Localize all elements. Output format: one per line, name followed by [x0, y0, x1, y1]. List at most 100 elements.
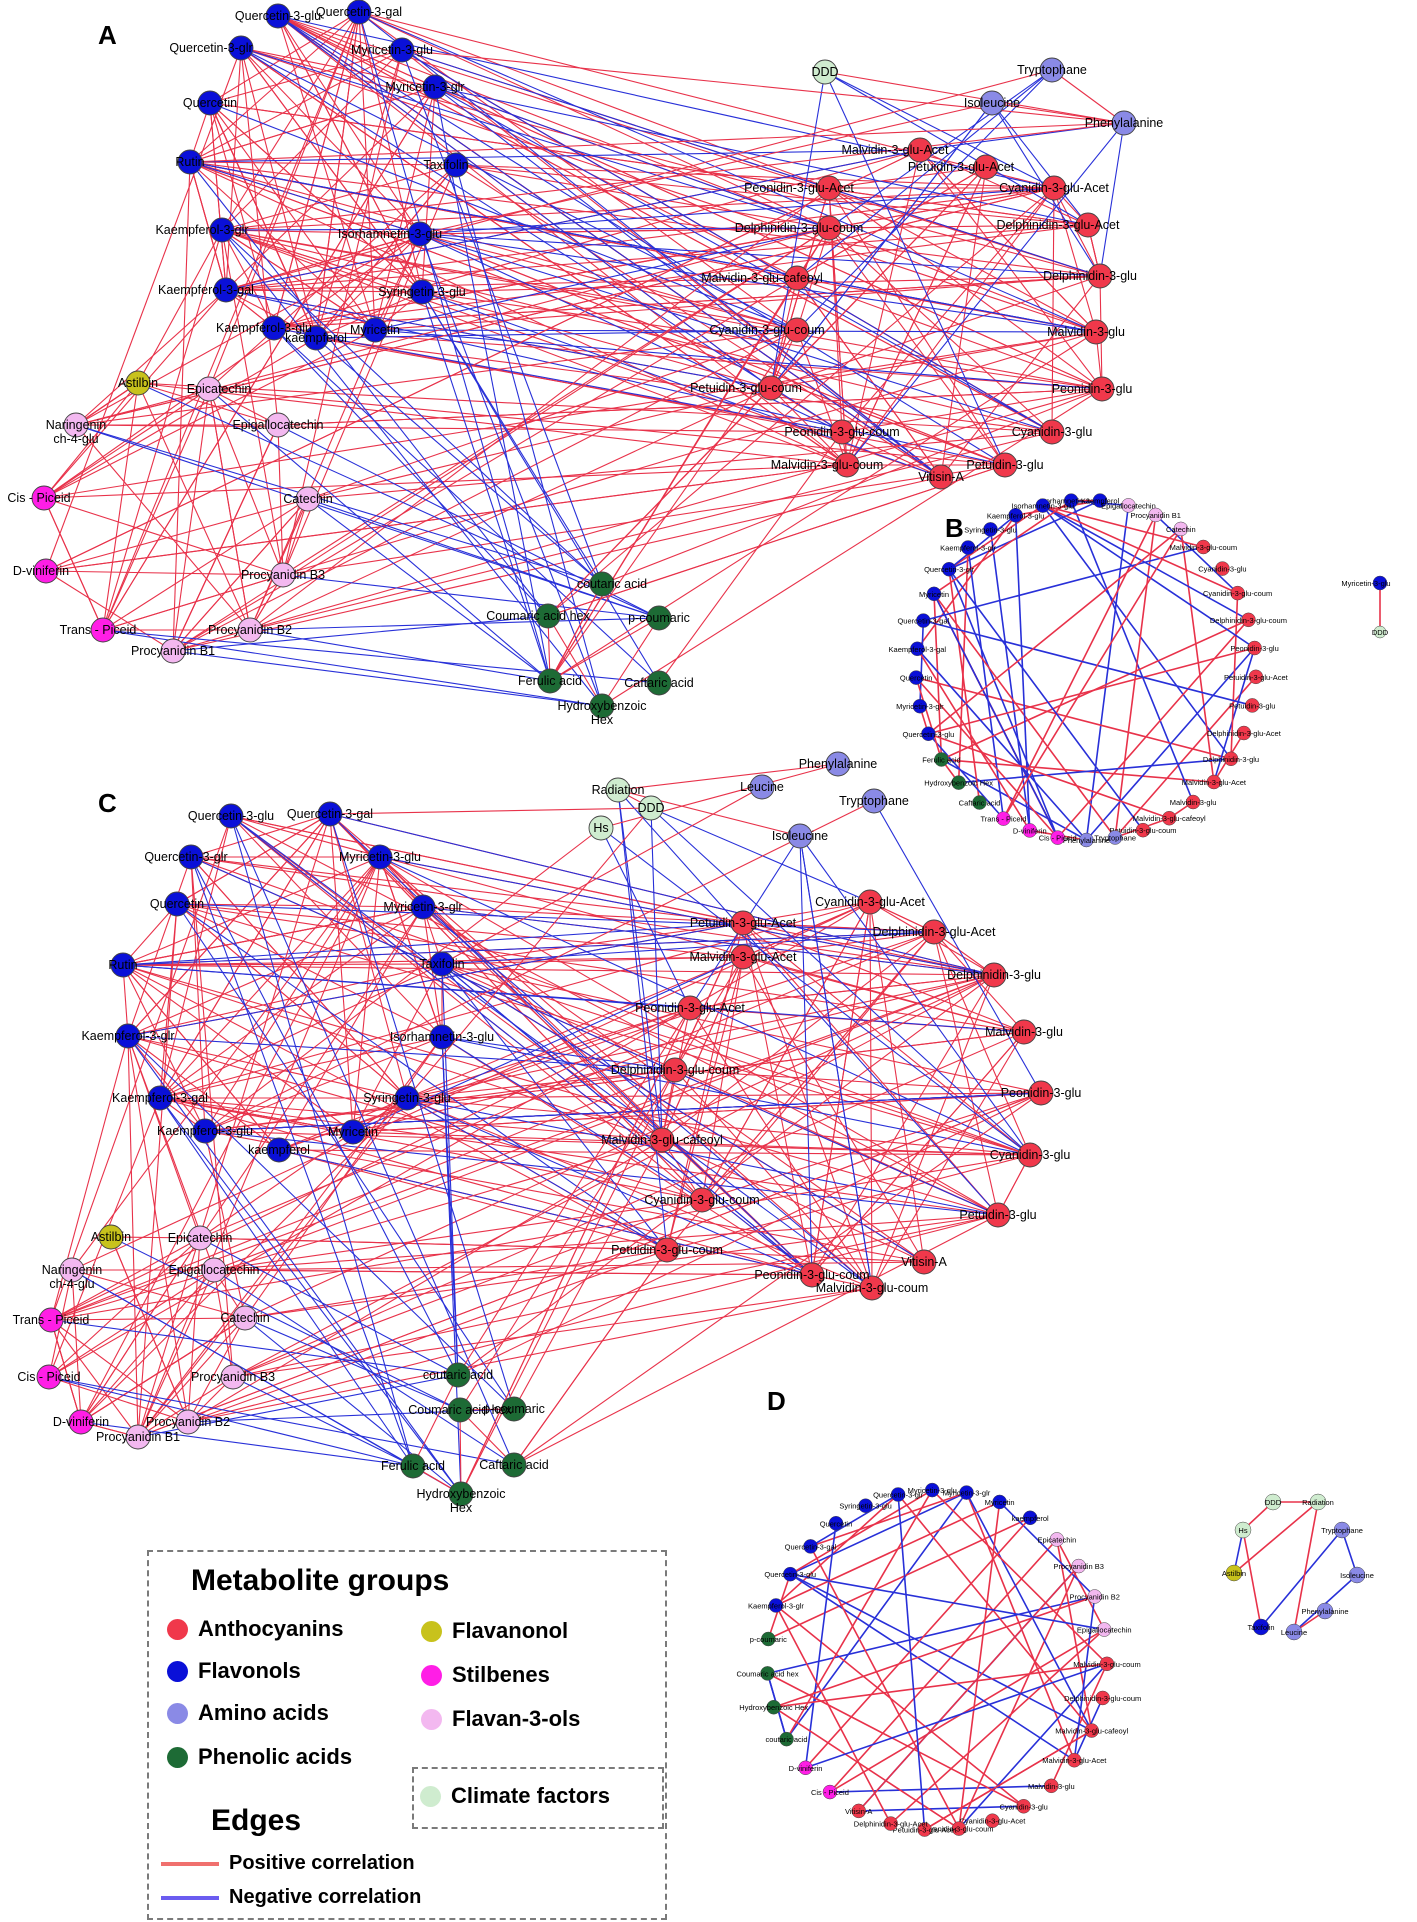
panel-b-label-kaempferol: Kaempferol [1081, 497, 1120, 506]
panel-c-node-petuidin-3-glu [985, 1202, 1011, 1228]
panel-c-label-coutaric-acid: coutaric acid [423, 1368, 493, 1382]
panel-a-node-kaempferol-3-glr [209, 217, 235, 243]
panel-a-edge [796, 69, 1053, 331]
panel-b-node-cyanidin-3-glu-coum [1230, 585, 1245, 601]
panel-a-node-caftaric-acid [646, 670, 672, 696]
panel-b-label-myricetin-3-glr: Myricetin-3-glr [896, 702, 944, 711]
panel-a-node-p-coumaric [646, 605, 672, 631]
panel-c-edge [127, 1035, 515, 1410]
panel-a-edge [277, 424, 284, 576]
panel-a-edge [282, 49, 403, 576]
panel-d-node-myricetin-3-glu [924, 1482, 940, 1498]
panel-a-node-naringenin-ch-4-glu [63, 412, 89, 438]
panel-a-edge [45, 464, 848, 572]
panel-d-label-tryptophane: Tryptophane [1321, 1526, 1363, 1535]
panel-c-edge [199, 1131, 354, 1239]
panel-a-edge [172, 424, 279, 652]
panel-a-edge [282, 498, 309, 576]
panel-c-edge [204, 1031, 1025, 1132]
panel-c-label-hs: Hs [593, 821, 608, 835]
panel-a-label-petuidin-3-glu-coum: Petuidin-3-glu-coum [690, 381, 802, 395]
panel-a-edge [419, 102, 993, 235]
panel-d-node-radiation [1309, 1493, 1327, 1511]
panel-c-node-peonidin-3-glu-coum [799, 1262, 825, 1288]
panel-d-edge [999, 1501, 1096, 1598]
panel-c-edge [230, 815, 515, 1466]
panel-b-edge [1230, 593, 1239, 759]
panel-c-edge [406, 1097, 873, 1289]
panel-c-edge [232, 1031, 1025, 1378]
panel-a-edge [75, 424, 251, 631]
panel-a-node-delphinidin-3-glu [1087, 263, 1113, 289]
panel-d-node-leucine [1285, 1623, 1303, 1641]
panel-a-label-ferulic-acid: Ferulic acid [518, 674, 582, 688]
panel-a-label-quercetin-3-glu: Quercetin-3-glu [235, 9, 321, 23]
panel-a-edge [240, 47, 830, 229]
panel-c-node-peonidin-3-glu-acet [677, 995, 703, 1021]
panel-a-edge [940, 275, 1101, 478]
panel-c-label-malvidin-3-glu-cafeoyl: Malvidin-3-glu-cafeoyl [601, 1133, 723, 1147]
panel-b-edge [915, 676, 1232, 760]
panel-a-edge [277, 15, 376, 331]
panel-c-edge [127, 922, 744, 1037]
panel-a-edge [189, 149, 921, 163]
panel-a-edge [221, 229, 376, 331]
panel-b-node-isorhamnetin-3-glu [1035, 498, 1051, 513]
panel-c-label-epicatechin: Epicatechin [168, 1231, 233, 1245]
panel-a-label-kaempferol: kaempferol [285, 331, 347, 345]
panel-b-node-petuidin-3-glu [1245, 698, 1260, 713]
panel-a-label-coutaric-acid: coutaric acid [577, 577, 647, 591]
panel-c-edge [742, 922, 1031, 1156]
panel-a-label-procyanidin-b1: Procyanidin B1 [131, 644, 215, 658]
panel-c-edge [137, 1269, 215, 1438]
panel-c-label-p-coumaric: p-coumaric [483, 1402, 545, 1416]
panel-c-label-syringetin-3-glu: Syringetin-3-glu [363, 1091, 451, 1105]
panel-c-node-delphinidin-3-glu-coum [662, 1057, 688, 1083]
panel-b-node-quercetin-3-glu [921, 726, 936, 742]
panel-d-edge [1056, 1539, 1093, 1731]
panel-d-label-quercetin-3-gal: Quercetin-3-gal [785, 1542, 837, 1551]
panel-b-node-cis-piceid [1050, 830, 1065, 845]
panel-a-label-ddd: DDD [811, 65, 838, 79]
panel-a-node-quercetin-3-glu [265, 3, 291, 29]
panel-c-edge [190, 856, 459, 1376]
panel-c-label-malvidin-3-glu: Malvidin-3-glu [985, 1025, 1063, 1039]
panel-a-edge [189, 161, 1097, 333]
panel-c-edge [701, 1092, 1042, 1201]
panel-c-edge [80, 856, 381, 1423]
panel-a-label-tryptophane: Tryptophane [1017, 63, 1087, 77]
panel-c-edge [199, 1237, 459, 1376]
panel-d-edge [958, 1501, 1001, 1829]
panel-c-edge [159, 1097, 414, 1467]
panel-a-edge [43, 497, 284, 576]
panel-c-edge [204, 827, 602, 1132]
panel-a-edge [208, 164, 457, 390]
panel-a-label-phenylalanine: Phenylalanine [1085, 116, 1164, 130]
panel-a-edge [249, 431, 1053, 631]
panel-a-edge [455, 164, 603, 707]
panel-c-label-procyanidin-b2: Procyanidin B2 [146, 1415, 230, 1429]
panel-c-edge [190, 856, 999, 1216]
panel-b-edge [1014, 515, 1031, 831]
panel-b-node-cyanidin-3-glu [1215, 561, 1230, 576]
panel-a-label-peonidin-3-glu: Peonidin-3-glu [1052, 382, 1133, 396]
panel-c-edge [48, 1376, 189, 1423]
panel-d-label-syringetin-3-glu: Syringetin-3-glu [839, 1502, 892, 1511]
panel-b-label-tryptophane: Tryptophane [1094, 833, 1136, 842]
panel-c-edge [80, 1097, 408, 1423]
panel-c-edge [617, 789, 663, 1141]
panel-a-label-delphinidin-3-glu: Delphinidin-3-glu [1043, 269, 1137, 283]
panel-d-node-quercetin [828, 1516, 844, 1531]
panel-c-edge [406, 1097, 1031, 1156]
panel-a-edge [102, 629, 660, 684]
panel-a-edge [828, 166, 987, 189]
panel-c-node-d-viniferin [68, 1409, 94, 1435]
panel-c-edge [159, 1097, 999, 1216]
panel-c-edge [742, 922, 813, 1276]
panel-a-label-malvidin-3-glu-acet: Malvidin-3-glu-Acet [842, 143, 950, 157]
panel-a-edge [208, 388, 279, 426]
panel-b-edge [948, 568, 1144, 831]
panel-c-label-d-viniferin: D-viniferin [53, 1415, 109, 1429]
panel-c-edge [187, 1214, 999, 1423]
panel-c-edge [460, 1069, 676, 1495]
